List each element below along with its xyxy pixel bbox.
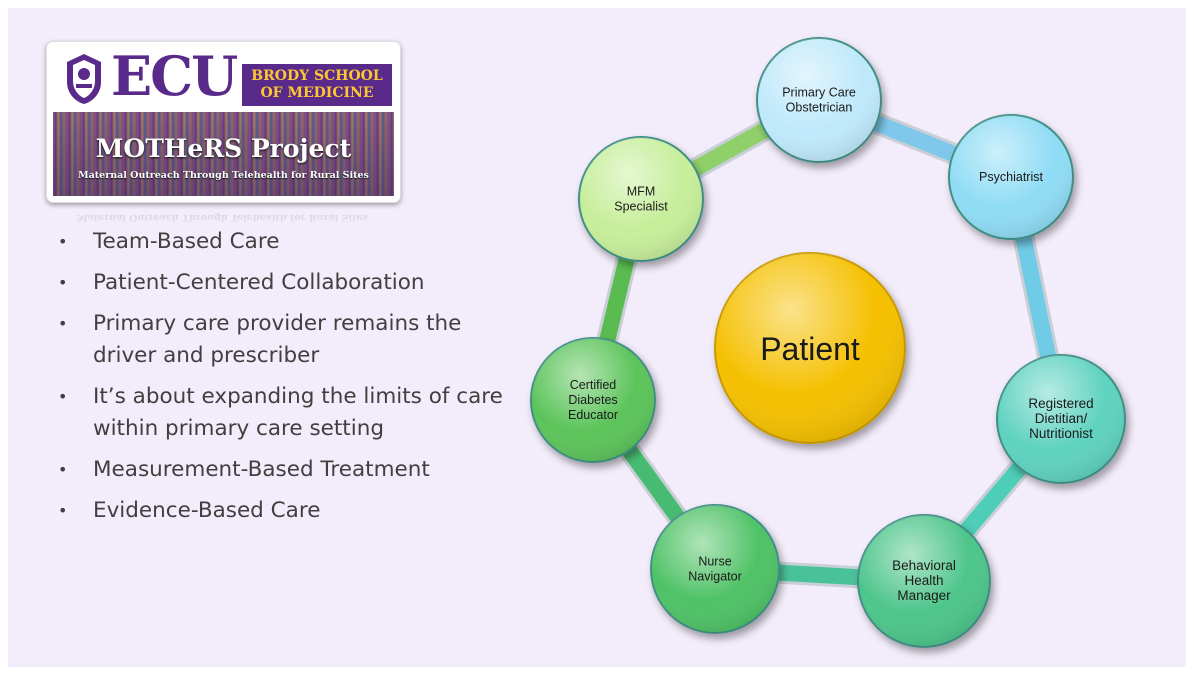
- patient-gloss: [715, 253, 905, 443]
- project-subtitle: Maternal Outreach Through Telehealth for…: [78, 170, 369, 181]
- role-node-label: Certified: [570, 378, 617, 392]
- role-node-label: Nurse: [698, 555, 731, 569]
- logo-header: ECU BRODY SCHOOL OF MEDICINE: [53, 44, 394, 110]
- role-node-label: Navigator: [688, 570, 742, 584]
- role-node: Psychiatrist: [948, 114, 1074, 240]
- role-node-label: Registered: [1028, 396, 1093, 411]
- role-node-gloss: [757, 38, 881, 162]
- bullet-item: Primary care provider remains the driver…: [58, 308, 518, 372]
- role-node-label: Psychiatrist: [979, 170, 1043, 184]
- bullet-item: It’s about expanding the limits of care …: [58, 381, 518, 445]
- role-node-label: MFM: [627, 185, 655, 199]
- patient-circle: Patient: [714, 252, 906, 444]
- role-node-label: Educator: [568, 408, 618, 422]
- role-node-gloss: [651, 505, 779, 633]
- role-node-label: Obstetrician: [786, 101, 853, 115]
- ecu-logo: ECU BRODY SCHOOL OF MEDICINE MOTHeRS Pro…: [46, 41, 401, 203]
- role-node-gloss: [949, 115, 1073, 239]
- role-node-gloss: [579, 137, 703, 261]
- role-node-label: Specialist: [614, 200, 668, 214]
- brody-line-2: OF MEDICINE: [260, 85, 374, 101]
- role-node-gloss: [531, 338, 655, 462]
- ecu-wordmark: ECU: [111, 44, 238, 108]
- role-node-gloss: [858, 515, 990, 647]
- bullet-item: Measurement-Based Treatment: [58, 454, 518, 486]
- bullet-item: Evidence-Based Care: [58, 495, 518, 527]
- role-node-label: Dietitian/: [1035, 411, 1088, 426]
- bullet-item: Patient-Centered Collaboration: [58, 267, 518, 299]
- project-title: MOTHeRS Project: [95, 134, 352, 163]
- role-node-label: Diabetes: [568, 393, 617, 407]
- role-node-label: Behavioral: [892, 558, 956, 573]
- logo-banner: MOTHeRS Project Maternal Outreach Throug…: [53, 112, 394, 196]
- role-node-label: Health: [904, 573, 943, 588]
- bullet-list: Team-Based Care Patient-Centered Collabo…: [58, 226, 518, 536]
- patient-label: Patient: [760, 331, 860, 367]
- role-node-label: Manager: [897, 588, 951, 603]
- brody-line-1: BRODY SCHOOL: [251, 68, 383, 84]
- care-team-diagram: Patient Primary CareObstetricianPsychiat…: [530, 37, 1126, 648]
- bullet-item: Team-Based Care: [58, 226, 518, 258]
- brody-school-label: BRODY SCHOOL OF MEDICINE: [242, 64, 392, 106]
- ecu-seal-icon: [67, 54, 101, 104]
- role-nodes: Primary CareObstetricianPsychiatristRegi…: [530, 37, 1126, 648]
- role-node-label: Nutritionist: [1029, 426, 1093, 441]
- slide: ECU BRODY SCHOOL OF MEDICINE MOTHeRS Pro…: [8, 8, 1186, 667]
- role-node-gloss: [997, 355, 1125, 483]
- role-node-label: Primary Care: [782, 86, 856, 100]
